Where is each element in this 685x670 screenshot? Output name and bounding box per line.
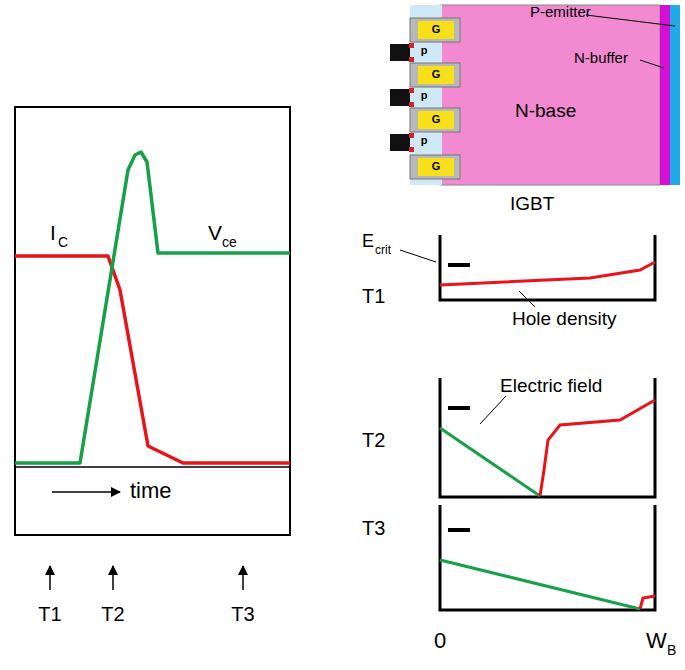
curve-label: Hole density — [512, 309, 617, 328]
gate-letter: G — [432, 24, 441, 35]
axis-label: 0 — [434, 630, 446, 652]
current-symbol: I — [50, 222, 56, 243]
device-name: IGBT — [510, 194, 554, 213]
layer-label: P-emitter — [530, 4, 591, 19]
time-marker: T3 — [362, 518, 385, 538]
field-symbol: E — [362, 232, 374, 250]
subscript: ce — [222, 235, 237, 249]
region-letter: p — [421, 90, 428, 101]
time-marker: T1 — [362, 286, 385, 306]
time-marker: T3 — [231, 604, 254, 624]
region-letter: p — [421, 135, 428, 146]
gate-letter: G — [432, 114, 441, 125]
region-letter: p — [421, 45, 428, 56]
gate-letter: G — [432, 161, 441, 172]
voltage-symbol: V — [208, 222, 222, 243]
subscript: crit — [375, 244, 391, 256]
layer-label: N-buffer — [574, 50, 628, 65]
curve-label: Electric field — [500, 376, 602, 395]
axis-label: time — [130, 480, 172, 502]
axis-label: W — [646, 630, 667, 652]
time-marker: T1 — [38, 604, 61, 624]
gate-letter: G — [432, 69, 441, 80]
time-marker: T2 — [362, 430, 385, 450]
subscript: B — [667, 643, 676, 657]
region-label: N-base — [515, 101, 576, 120]
subscript: C — [58, 235, 68, 249]
time-marker: T2 — [101, 604, 124, 624]
